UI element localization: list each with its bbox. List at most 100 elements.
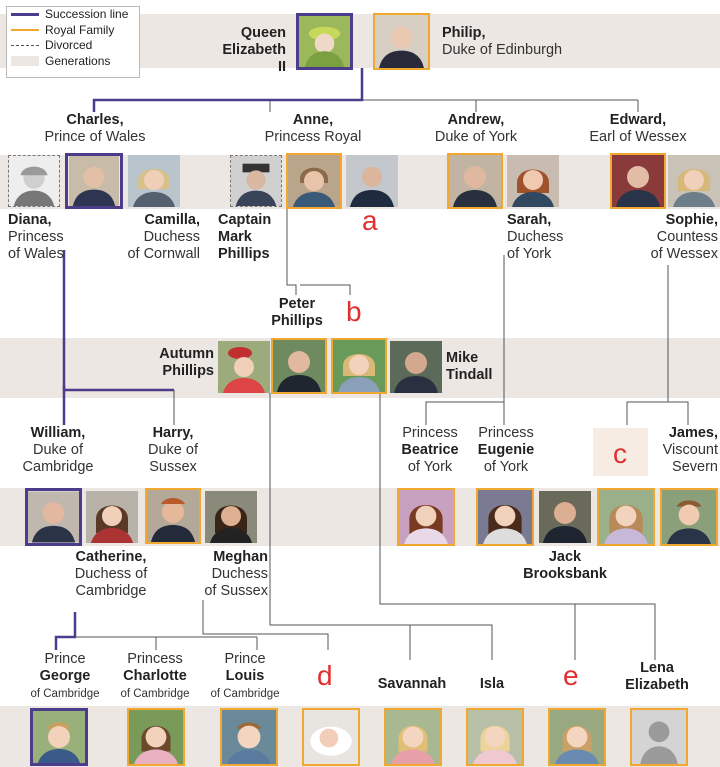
harry-label: Harry, Duke of Sussex (128, 425, 218, 476)
portrait-icon (86, 491, 138, 543)
james-name: James, (668, 425, 718, 441)
lena-name-1: Lena (640, 660, 674, 676)
diana-label: Diana, Princess of Wales (8, 212, 64, 263)
charlotte-label: Princess Charlotte of Cambridge (110, 651, 200, 703)
legend-royal-label: Royal Family (45, 22, 115, 37)
philip-photo (373, 13, 430, 70)
edward-label: Edward, Earl of Wessex (573, 112, 703, 146)
jack-label: Jack Brooksbank (510, 549, 620, 583)
william-label: William, Duke of Cambridge (8, 425, 108, 476)
royal-swatch (11, 29, 39, 32)
anne-photo (286, 153, 342, 209)
sophie-name: Sophie, (665, 212, 718, 228)
zara-photo (331, 338, 387, 394)
anne-label: Anne, Princess Royal (248, 112, 378, 146)
portrait-icon (222, 710, 276, 764)
william-title-1: Duke of (33, 442, 83, 458)
camilla-title-2: of Cornwall (127, 246, 200, 262)
portrait-icon (507, 155, 559, 207)
catherine-photo (86, 491, 138, 543)
harry-photo (145, 488, 201, 544)
jack-photo (539, 491, 591, 543)
legend-royal: Royal Family (7, 23, 139, 39)
beatrice-name: Beatrice (401, 442, 459, 458)
diana-name: Diana, (8, 212, 52, 228)
charlotte-name: Charlotte (123, 668, 187, 684)
legend-generations: Generations (7, 54, 139, 70)
james-title-1: Viscount (662, 442, 718, 458)
diana-title-2: of Wales (8, 246, 64, 262)
meghan-name: Meghan (213, 549, 268, 565)
mia-photo (548, 708, 606, 766)
portrait-icon (375, 15, 428, 68)
louis-title: Prince (224, 651, 266, 667)
george-title: Prince (44, 651, 86, 667)
harry-name: Harry, (152, 425, 194, 441)
portrait-icon (468, 710, 522, 764)
diana-photo (8, 155, 60, 207)
mike-name-2: Tindall (446, 367, 493, 383)
portrait-icon (599, 490, 653, 544)
legend: Succession line Royal Family Divorced Ge… (6, 6, 140, 78)
portrait-icon (539, 491, 591, 543)
camilla-name: Camilla, (144, 212, 200, 228)
eugenie-title-2: of York (483, 459, 529, 475)
sarah-name: Sarah, (507, 212, 552, 228)
legend-succession-label: Succession line (45, 7, 129, 22)
tim-photo (346, 155, 398, 207)
legend-divorced-label: Divorced (45, 38, 93, 53)
marker-e: e (563, 660, 579, 691)
meghan-title-1: Duchess (211, 566, 268, 582)
savannah-photo (384, 708, 442, 766)
diana-title-1: Princess (8, 229, 64, 245)
eugenie-label: Princess Eugenie of York (466, 425, 546, 476)
lena-name-2: Elizabeth (625, 677, 689, 693)
lena-photo (630, 708, 688, 766)
portrait-icon (399, 490, 453, 544)
sophie-label: Sophie, Countess of Wessex (620, 212, 718, 263)
jack-name-1: Jack (548, 549, 582, 565)
divorced-swatch (11, 45, 39, 47)
marker-c-box (593, 428, 648, 476)
portrait-icon (218, 341, 270, 393)
portrait-icon (33, 711, 85, 763)
andrew-name: Andrew, (447, 112, 505, 128)
jack-name-2: Brooksbank (523, 566, 607, 582)
portrait-icon (128, 155, 180, 207)
portrait-icon (304, 710, 358, 764)
queen-photo (296, 13, 353, 70)
portrait-icon (299, 16, 350, 67)
meghan-photo (205, 491, 257, 543)
portrait-icon (28, 491, 79, 543)
louise-photo (597, 488, 655, 546)
autumn-name-2: Phillips (162, 363, 214, 379)
charlotte-of: of Cambridge (120, 688, 190, 700)
portrait-icon (69, 156, 119, 206)
edward-title: Earl of Wessex (589, 129, 687, 145)
sarah-photo (507, 155, 559, 207)
queen-name-2: Elizabeth II (222, 42, 286, 75)
charles-name: Charles, (66, 112, 124, 128)
generations-swatch (11, 56, 39, 67)
lena-label: Lena Elizabeth (615, 660, 699, 694)
portrait-icon (273, 340, 325, 392)
catherine-title-2: Cambridge (75, 583, 147, 599)
peter-label: Peter Phillips (262, 296, 332, 330)
marker-d: d (317, 660, 333, 691)
sarah-title-1: Duchess (507, 229, 564, 245)
sarah-label: Sarah, Duchess of York (507, 212, 563, 263)
sarah-title-2: of York (507, 246, 552, 262)
sophie-title-2: of Wessex (650, 246, 718, 262)
portrait-icon (9, 156, 59, 206)
philip-label: Philip, Duke of Edinburgh (442, 25, 562, 59)
andrew-title: Duke of York (434, 129, 518, 145)
mike-label: Mike Tindall (446, 350, 492, 384)
portrait-icon (346, 155, 398, 207)
legend-divorced: Divorced (7, 38, 139, 54)
charles-label: Charles, Prince of Wales (30, 112, 160, 146)
eugenie-title-1: Princess (478, 425, 534, 441)
andrew-photo (447, 153, 503, 209)
camilla-photo (128, 155, 180, 207)
savannah-name: Savannah (377, 676, 447, 692)
philip-title: Duke of Edinburgh (442, 42, 563, 58)
